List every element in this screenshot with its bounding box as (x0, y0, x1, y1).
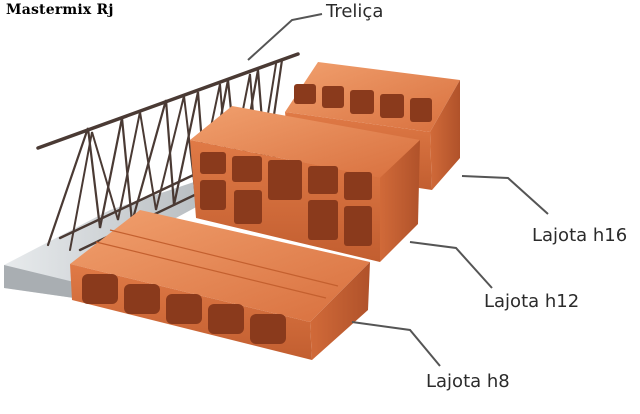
label-lajota-h12: Lajota h12 (484, 291, 580, 312)
label-lajota-h16: Lajota h16 (532, 225, 628, 246)
leader-line-trelica (247, 13, 323, 61)
leader-line-h12 (409, 241, 493, 289)
leader-line-h8 (351, 321, 441, 367)
block-lajota-h12 (190, 106, 420, 262)
label-lajota-h8: Lajota h8 (426, 371, 510, 392)
leader-lines (247, 13, 549, 367)
block-lajota-h8 (70, 210, 370, 360)
label-trelica: Treliça (326, 1, 384, 22)
leader-line-h16 (461, 175, 549, 215)
brand-logo-text: Mastermix Rj (6, 2, 114, 18)
